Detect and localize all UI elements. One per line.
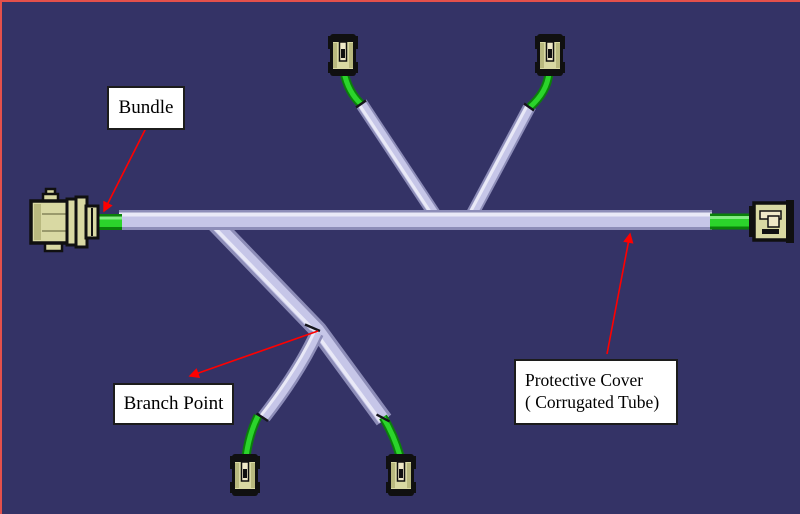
bundle-bottom-right — [379, 414, 405, 458]
bundle-right-segment — [710, 213, 752, 230]
branch-point-label: Branch Point — [113, 383, 234, 425]
protective-cover-label-line1: Protective Cover — [525, 370, 644, 391]
bundle-label: Bundle — [107, 86, 185, 130]
right-inline-connector — [749, 200, 794, 243]
callout-arrows — [103, 127, 634, 378]
bundle-arrow — [103, 127, 147, 213]
left-inline-connector — [29, 187, 100, 253]
wire-bundles — [90, 71, 752, 458]
bundle-top-right — [526, 72, 554, 111]
bundle-bottom-left — [241, 413, 263, 458]
top-right-connector — [534, 33, 566, 77]
bottom-right-connector — [385, 453, 417, 497]
bundle-label-text: Bundle — [118, 97, 174, 119]
main-trunk-tube — [119, 210, 712, 230]
branch-point-label-text: Branch Point — [123, 393, 224, 415]
bottom-left-connector — [229, 453, 261, 497]
branch-tube-lower-left-leg — [258, 330, 324, 422]
protective-cover-label-line2: ( Corrugated Tube) — [525, 392, 660, 412]
branch-point-arrow — [188, 330, 319, 378]
branch-tube-top-left — [355, 99, 447, 228]
bundle-top-left — [339, 71, 365, 108]
branch-tube-top-right — [461, 102, 536, 228]
protective-cover-arrow — [606, 232, 634, 355]
protective-cover-label: Protective Cover ( Corrugated Tube) — [514, 359, 678, 425]
branch-tube-lower — [206, 214, 392, 426]
top-left-connector — [327, 33, 359, 77]
branch-tubes — [206, 99, 536, 426]
junction-ticks — [255, 99, 535, 423]
connectors — [29, 33, 794, 497]
